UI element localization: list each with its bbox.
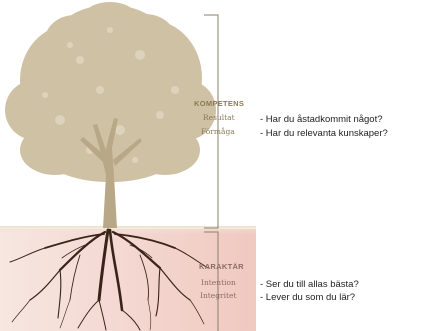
canopy-texture [42,27,179,163]
competence-question-ability: - Har du relevanta kunskaper? [260,128,388,139]
character-title: KARAKTÄR [199,262,244,271]
character-item-intention: Intention [201,278,236,287]
competence-item-result: Resultat [203,113,235,122]
competence-item-ability: Förmåga [201,127,235,136]
bracket-character [204,231,219,331]
character-question-integrity: - Lever du som du lär? [260,292,356,303]
tree-trunk [80,118,142,228]
ground-line [0,226,256,234]
competence-title: KOMPETENS [194,99,245,108]
character-question-intention: - Ser du till allas bästa? [260,279,359,290]
bracket-competence [204,14,219,229]
competence-question-result: - Har du åstadkommit något? [260,114,383,125]
character-item-integrity: Integritet [200,291,237,300]
tree-roots [9,228,209,331]
soil-area [0,229,256,331]
